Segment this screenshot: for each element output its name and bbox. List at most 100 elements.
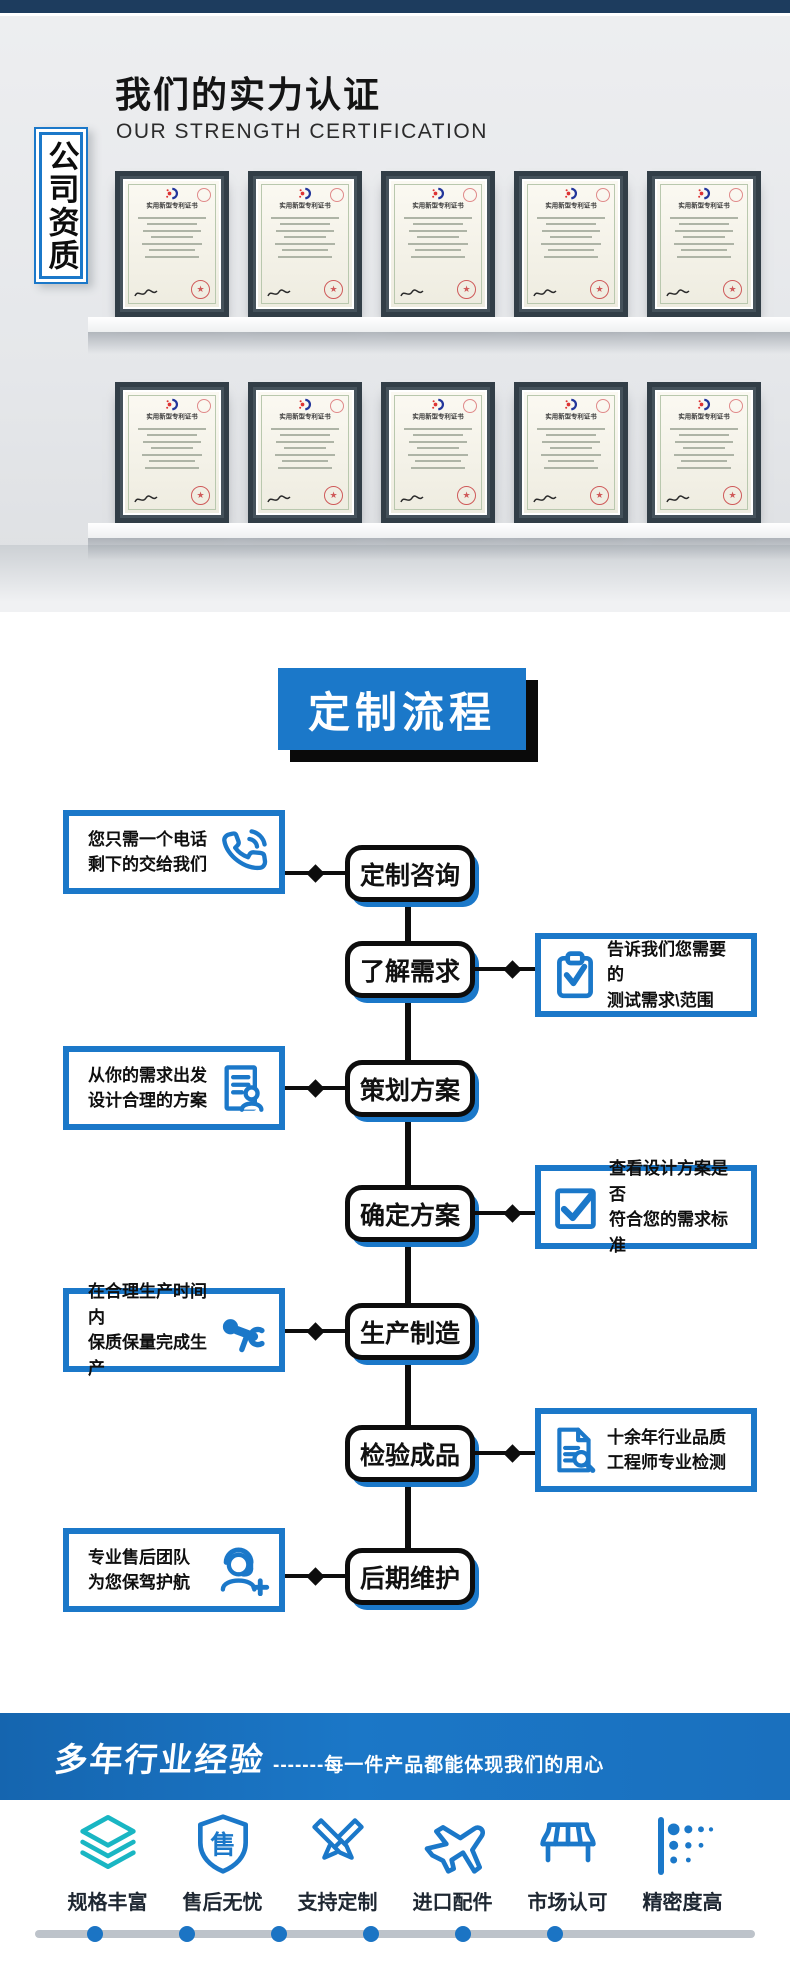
certificate-footer: ★ (134, 280, 210, 299)
process-desc-text: 告诉我们您需要的 测试需求\范围 (607, 937, 742, 1014)
certificate-footer: ★ (400, 486, 476, 505)
process-node-3: 策划方案 (345, 1060, 475, 1117)
plane-icon (424, 1825, 485, 1874)
shield-char: 售 (210, 1830, 235, 1859)
desc-line-2: 保质保量完成生产 (88, 1333, 207, 1378)
feature-4: 进口配件 (395, 1812, 510, 1915)
process-node-7: 后期维护 (345, 1548, 475, 1605)
patent-logo-icon (165, 187, 178, 200)
patent-logo-icon (697, 187, 710, 200)
process-node-label: 检验成品 (359, 1441, 460, 1470)
process-desc-7: 专业售后团队 为您保驾护航 (48, 1528, 285, 1626)
pencils-icon (311, 1818, 364, 1860)
red-stamp-icon: ★ (324, 280, 343, 299)
connector-diamond-icon (306, 1321, 325, 1341)
red-seal-icon (330, 188, 344, 202)
shelf-board-1 (88, 317, 790, 332)
certificate-title: 实用新型专利证书 (545, 201, 597, 209)
shelf-shadow-2 (88, 538, 790, 560)
timeline-dot (455, 1926, 471, 1942)
certificate-title: 实用新型专利证书 (678, 412, 730, 420)
desc-line-2: 为您保驾护航 (88, 1573, 190, 1592)
process-desc-6: 十余年行业品质 工程师专业检测 (535, 1408, 772, 1506)
feature-6: 精密度高 (625, 1812, 740, 1915)
certificate-frame: 实用新型专利证书 ★ (248, 171, 362, 317)
shield-icon: 售 (197, 1814, 248, 1874)
page-title: 我们的实力认证 (115, 74, 382, 115)
signature (666, 495, 690, 503)
signature (400, 495, 424, 503)
certificate-paper: 实用新型专利证书 ★ (256, 390, 354, 515)
features-row: 规格丰富 售售后无忧 支持定制 进口配件 市场认可 精密度高 (50, 1812, 740, 1915)
clipboard-check-icon (557, 951, 593, 999)
signature (267, 289, 291, 297)
process-node-label: 了解需求 (359, 957, 460, 986)
red-seal-icon (463, 399, 477, 413)
certificate-frame: 实用新型专利证书 ★ (381, 382, 495, 523)
certificate-frame: 实用新型专利证书 ★ (647, 382, 761, 523)
certificate-frame: 实用新型专利证书 ★ (115, 171, 229, 317)
patent-logo-icon (165, 398, 178, 411)
process-node-1: 定制咨询 (345, 845, 475, 902)
certificate-text-lines (133, 216, 211, 258)
connector-diamond-icon (503, 1203, 522, 1223)
process-desc-4: 查看设计方案是否 符合您的需求标准 (535, 1159, 772, 1263)
red-stamp-icon: ★ (723, 280, 742, 299)
certificate-paper: 实用新型专利证书 ★ (389, 390, 487, 515)
desc-line-1: 告诉我们您需要的 (607, 939, 726, 985)
red-stamp-icon: ★ (191, 280, 210, 299)
certificate-frame: 实用新型专利证书 ★ (514, 171, 628, 317)
process-desc-text: 您只需一个电话 剩下的交给我们 (78, 827, 211, 878)
side-label: 公司资质 (43, 139, 79, 272)
certificate-paper: 实用新型专利证书 ★ (655, 390, 753, 515)
certificate-frame: 实用新型专利证书 ★ (647, 171, 761, 317)
phone-icon (222, 829, 268, 870)
store-icon (539, 1822, 596, 1863)
page-subtitle: OUR STRENGTH CERTIFICATION (116, 120, 488, 143)
process-desc-1: 您只需一个电话 剩下的交给我们 (48, 810, 285, 908)
red-stamp-icon: ★ (324, 486, 343, 505)
banner-tagline: -------每一件产品都能体现我们的用心 (273, 1754, 605, 1776)
desc-line-1: 查看设计方案是否 (609, 1159, 728, 1204)
timeline-dot (547, 1926, 563, 1942)
connector-diamond-icon (306, 863, 325, 883)
process-desc-text: 查看设计方案是否 符合您的需求标准 (609, 1156, 742, 1258)
certificate-title: 实用新型专利证书 (678, 201, 730, 209)
connector-diamond-icon (503, 959, 522, 979)
red-seal-icon (197, 399, 211, 413)
checkbox-check-icon (555, 1188, 596, 1229)
red-seal-icon (729, 399, 743, 413)
certificate-footer: ★ (267, 280, 343, 299)
desc-line-1: 您只需一个电话 (88, 829, 207, 849)
process-node-label: 确定方案 (359, 1201, 460, 1230)
certificate-footer: ★ (533, 280, 609, 299)
layers-icon (79, 1815, 136, 1869)
certificate-paper: 实用新型专利证书 ★ (123, 390, 221, 515)
signature (134, 495, 158, 503)
signature (267, 495, 291, 503)
timeline-dot (271, 1926, 287, 1942)
process-node-label: 定制咨询 (359, 861, 460, 890)
feature-label: 售后无忧 (182, 1892, 263, 1914)
certificate-title: 实用新型专利证书 (146, 201, 198, 209)
red-seal-icon (729, 188, 743, 202)
signature (533, 289, 557, 297)
certificate-footer: ★ (666, 280, 742, 299)
document-user-icon (224, 1065, 264, 1112)
certificate-paper: 实用新型专利证书 ★ (655, 179, 753, 309)
certificate-frame: 实用新型专利证书 ★ (381, 171, 495, 317)
feature-label: 进口配件 (412, 1892, 493, 1914)
certificate-footer: ★ (400, 280, 476, 299)
process-node-4: 确定方案 (345, 1185, 475, 1242)
process-desc-3: 从你的需求出发 设计合理的方案 (48, 1046, 285, 1144)
certificate-footer: ★ (533, 486, 609, 505)
certificate-paper: 实用新型专利证书 ★ (123, 179, 221, 309)
certificate-footer: ★ (134, 486, 210, 505)
desc-line-1: 十余年行业品质 (607, 1427, 726, 1447)
banner-title: 多年行业经验 (52, 1740, 267, 1778)
signature (533, 495, 557, 503)
process-node-label: 策划方案 (359, 1076, 460, 1105)
signature (134, 289, 158, 297)
top-accent-bar (0, 0, 790, 13)
